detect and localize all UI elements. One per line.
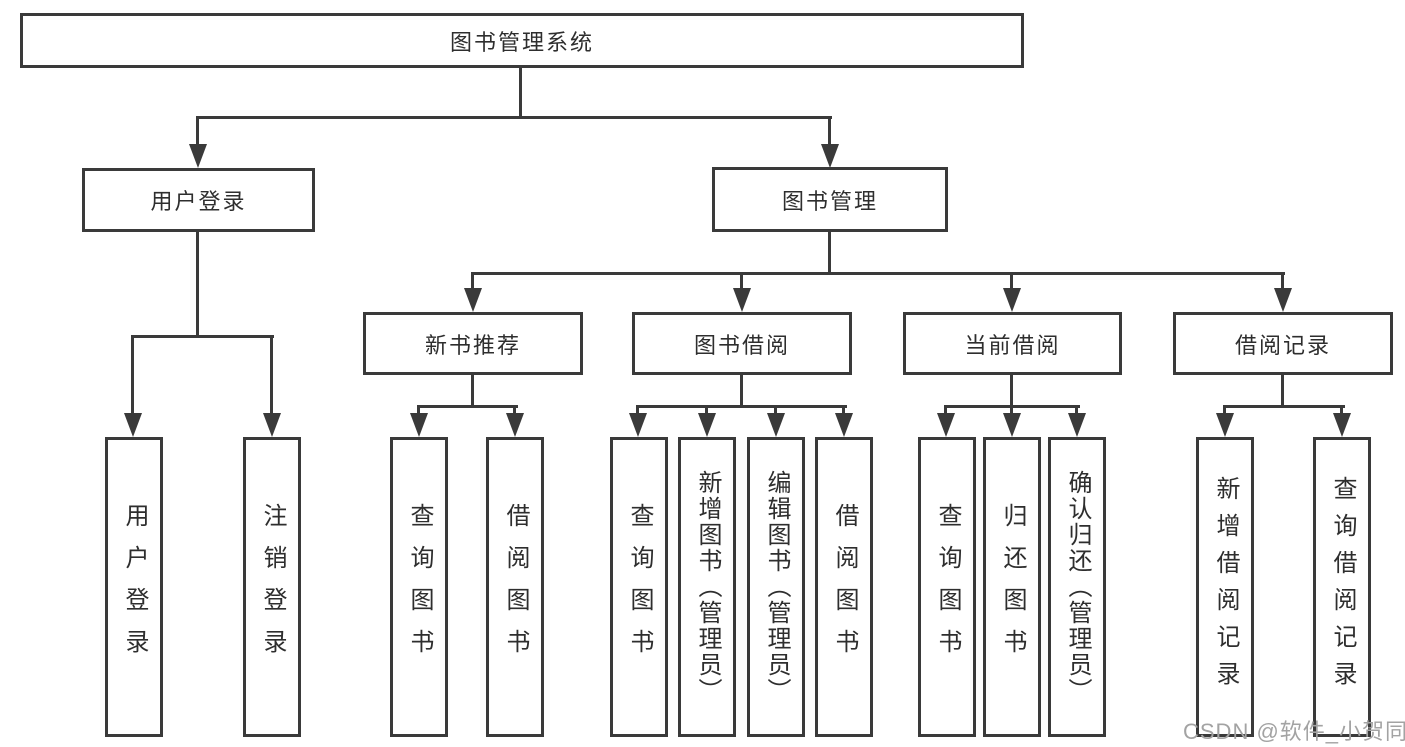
connector-stub <box>842 405 845 417</box>
connector-user-login-horizontal <box>131 335 274 338</box>
arrowhead-down-leaf <box>1003 413 1021 437</box>
connector-stub <box>705 405 708 417</box>
connector-stub-new-book <box>471 272 474 292</box>
arrowhead-down-user-login <box>189 144 207 168</box>
node-book-borrow: 图书借阅 <box>632 312 852 375</box>
watermark-text: CSDN @软件_小贺同学 <box>1183 719 1405 744</box>
connector-stub-leaf-user-login <box>131 335 134 415</box>
arrowhead-down-leaf <box>629 413 647 437</box>
leaf-br-add-record: 新增借阅记录 <box>1196 437 1254 737</box>
node-new-book-recommend: 新书推荐 <box>363 312 583 375</box>
connector-stub-current-borrow <box>1010 272 1013 292</box>
leaf-br-query-record: 查询借阅记录 <box>1313 437 1371 737</box>
leaf-bb-query-books-label: 查询图书 <box>626 503 653 671</box>
leaf-nb-query-books: 查询图书 <box>390 437 448 737</box>
node-current-borrow: 当前借阅 <box>903 312 1122 375</box>
connector-stub-book-management <box>828 116 831 148</box>
leaf-bb-edit-books-label: 编辑图书（管理员） <box>763 470 790 704</box>
node-user-login-label: 用户登录 <box>150 189 247 214</box>
arrowhead-down-leaf <box>1068 413 1086 437</box>
leaf-bb-add-books: 新增图书（管理员） <box>678 437 736 737</box>
leaf-logout: 注销登录 <box>243 437 301 737</box>
arrowhead-down-leaf <box>937 413 955 437</box>
node-book-borrow-label: 图书借阅 <box>693 332 790 358</box>
leaf-bb-borrow-books-label: 借阅图书 <box>831 503 858 671</box>
connector-current-borrow-vertical <box>1010 375 1013 408</box>
leaf-nb-query-books-label: 查询图书 <box>406 503 433 671</box>
arrowhead-down-book-management <box>821 144 839 168</box>
arrowhead-down-new-book <box>464 288 482 312</box>
connector-stub-user-login <box>196 116 199 148</box>
arrowhead-down-leaf <box>1333 413 1351 437</box>
connector-user-login-vertical <box>196 232 199 338</box>
connector-stub <box>944 405 947 417</box>
leaf-cb-query-books-label: 查询图书 <box>934 503 961 671</box>
node-borrow-records: 借阅记录 <box>1173 312 1393 375</box>
node-new-book-recommend-label: 新书推荐 <box>424 332 521 358</box>
connector-stub <box>1010 405 1013 417</box>
node-user-login: 用户登录 <box>82 168 315 232</box>
node-book-management: 图书管理 <box>712 167 948 232</box>
arrowhead-down-current-borrow <box>1003 288 1021 312</box>
connector-new-book-horizontal <box>417 405 518 408</box>
leaf-nb-borrow-books: 借阅图书 <box>486 437 544 737</box>
leaf-cb-query-books: 查询图书 <box>918 437 976 737</box>
connector-stub-book-borrow <box>740 272 743 292</box>
leaf-cb-return-books: 归还图书 <box>983 437 1041 737</box>
leaf-nb-borrow-books-label: 借阅图书 <box>502 503 529 671</box>
arrowhead-down-leaf-logout <box>263 413 281 437</box>
connector-stub-borrow-records <box>1281 272 1284 292</box>
leaf-logout-label: 注销登录 <box>259 503 286 671</box>
leaf-br-add-record-label: 新增借阅记录 <box>1212 476 1239 698</box>
connector-stub-leaf-logout <box>270 335 273 415</box>
leaf-bb-edit-books: 编辑图书（管理员） <box>747 437 805 737</box>
leaf-bb-add-books-label: 新增图书（管理员） <box>694 470 721 704</box>
connector-new-book-vertical <box>471 375 474 408</box>
leaf-bb-borrow-books: 借阅图书 <box>815 437 873 737</box>
leaf-cb-return-books-label: 归还图书 <box>999 503 1026 671</box>
connector-stub <box>774 405 777 417</box>
leaf-cb-confirm-return: 确认归还（管理员） <box>1048 437 1106 737</box>
node-current-borrow-label: 当前借阅 <box>964 332 1061 358</box>
leaf-bb-query-books: 查询图书 <box>610 437 668 737</box>
connector-stub <box>513 405 516 417</box>
arrowhead-down-leaf <box>767 413 785 437</box>
connector-level3-horizontal <box>471 272 1285 275</box>
arrowhead-down-leaf <box>506 413 524 437</box>
arrowhead-down-leaf <box>835 413 853 437</box>
connector-book-borrow-vertical <box>740 375 743 408</box>
arrowhead-down-book-borrow <box>733 288 751 312</box>
leaf-user-login: 用户登录 <box>105 437 163 737</box>
node-root: 图书管理系统 <box>20 13 1024 68</box>
connector-stub <box>1340 405 1343 417</box>
arrowhead-down-leaf <box>698 413 716 437</box>
leaf-br-query-record-label: 查询借阅记录 <box>1329 476 1356 698</box>
node-root-label: 图书管理系统 <box>449 29 594 55</box>
node-borrow-records-label: 借阅记录 <box>1234 332 1331 358</box>
arrowhead-down-borrow-records <box>1274 288 1292 312</box>
leaf-user-login-label: 用户登录 <box>121 503 148 671</box>
connector-stub <box>417 405 420 417</box>
connector-stub <box>1075 405 1078 417</box>
connector-stub <box>1223 405 1226 417</box>
connector-level1-horizontal <box>196 116 832 119</box>
node-book-management-label: 图书管理 <box>781 188 878 214</box>
connector-stub <box>636 405 639 417</box>
arrowhead-down-leaf <box>410 413 428 437</box>
connector-borrow-records-horizontal <box>1223 405 1345 408</box>
connector-root-vertical <box>519 68 522 118</box>
arrowhead-down-leaf <box>1216 413 1234 437</box>
connector-book-borrow-horizontal <box>636 405 847 408</box>
arrowhead-down-leaf-user-login <box>124 413 142 437</box>
leaf-cb-confirm-return-label: 确认归还（管理员） <box>1064 470 1091 704</box>
connector-book-management-vertical <box>828 232 831 275</box>
connector-borrow-records-vertical <box>1281 375 1284 408</box>
